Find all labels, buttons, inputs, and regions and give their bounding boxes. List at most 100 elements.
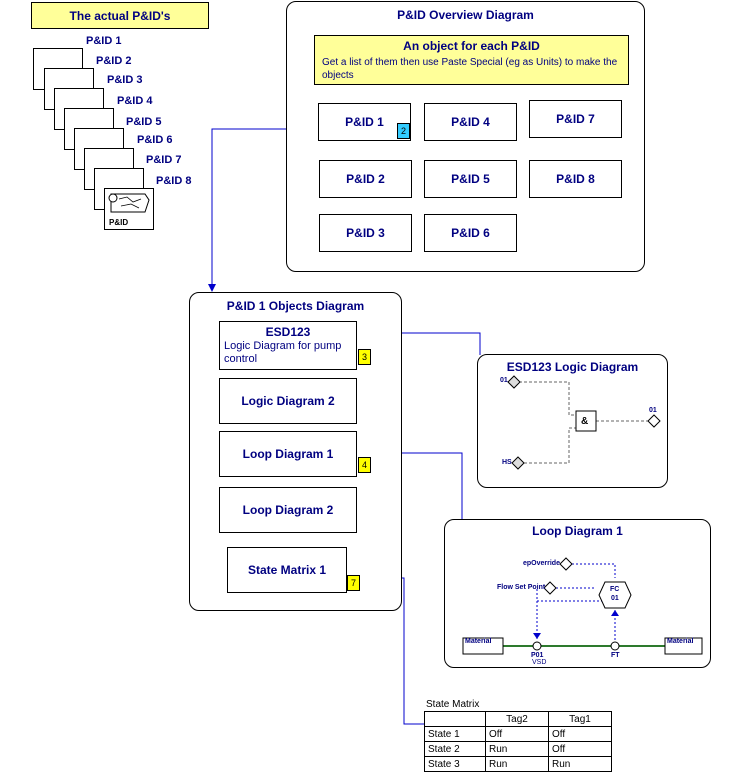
logic-diagram-title: ESD123 Logic Diagram [506, 360, 639, 374]
state-badge: 7 [347, 575, 360, 591]
logic-gate-label: & [581, 416, 589, 427]
loop-vsd-label: VSD [532, 659, 547, 666]
state-matrix-header: Tag2 [485, 711, 549, 727]
object-label: Logic Diagram 2 [241, 394, 335, 408]
loop-material-right-label: Material [667, 638, 694, 645]
pid-doc-label-2: P&ID 2 [96, 55, 132, 67]
flow-setpoint-icon [543, 581, 557, 595]
overview-object-pid4[interactable]: P&ID 4 [424, 103, 517, 141]
overview-object-pid1[interactable]: P&ID 1 [318, 103, 411, 141]
actual-pids-title-box: The actual P&ID's [31, 2, 209, 29]
overview-object-pid8[interactable]: P&ID 8 [529, 160, 622, 198]
table-cell: Run [548, 756, 612, 772]
loop-diagram: Loop Diagram 1 epOverride Flow Set Point… [444, 519, 711, 668]
table-cell: Run [485, 756, 549, 772]
overview-object-label: P&ID 1 [345, 115, 384, 129]
map-scroll-icon [108, 193, 150, 213]
input-1-icon [507, 375, 521, 389]
table-row: State 1 Off Off [424, 726, 612, 742]
material-left-box [462, 637, 504, 655]
overview-object-label: P&ID 6 [451, 226, 490, 240]
table-cell: State 1 [424, 726, 486, 742]
pid-doc-icon: P&ID [104, 188, 154, 230]
actual-pids-title: The actual P&ID's [69, 8, 171, 23]
loop1-badge: 4 [358, 457, 371, 473]
pid-doc-label-5: P&ID 5 [126, 116, 162, 128]
object-label: Loop Diagram 1 [242, 447, 334, 461]
pid-doc-label-4: P&ID 4 [117, 95, 153, 107]
output-icon [647, 414, 661, 428]
state-matrix-header [424, 711, 486, 727]
state-matrix-title: State Matrix [426, 699, 480, 710]
overview-object-label: P&ID 2 [346, 172, 385, 186]
overview-object-label: P&ID 3 [346, 226, 385, 240]
object-label: State Matrix 1 [247, 563, 327, 577]
overview-object-pid7[interactable]: P&ID 7 [529, 100, 622, 138]
pid-doc-label-7: P&ID 7 [146, 154, 182, 166]
connector-esd-to-logic [373, 332, 481, 355]
overview-note: An object for each P&ID Get a list of th… [314, 35, 629, 85]
connector-loop-to-loopdiagram [373, 452, 463, 520]
overview-object-label: P&ID 7 [556, 112, 595, 126]
loop-fc-num: 01 [611, 595, 619, 602]
overview-object-label: P&ID 4 [451, 115, 490, 129]
loop-diagram-title: Loop Diagram 1 [532, 524, 623, 538]
loop-p01-label: P01 [531, 652, 544, 659]
overview-object-label: P&ID 5 [451, 172, 490, 186]
overview-note-text: Get a list of them then use Paste Specia… [322, 57, 618, 81]
pid-doc-label-8: P&ID 8 [156, 175, 192, 187]
ep-override-icon [559, 557, 573, 571]
esd-object-name: ESD123 [265, 325, 311, 339]
pid-doc-label-1: P&ID 1 [86, 35, 122, 47]
loop-diagram-canvas [462, 557, 703, 655]
fc-hexagon-icon [598, 581, 632, 609]
table-row: State 3 Run Run [424, 756, 612, 772]
ft-icon [610, 641, 620, 651]
table-cell: Off [548, 726, 612, 742]
logic-diagram: ESD123 Logic Diagram 01 HS & 01 [477, 354, 668, 488]
table-cell: Off [485, 726, 549, 742]
esd-object-desc: Logic Diagram for pump control [224, 340, 342, 365]
connector-pid1-to-objects [208, 128, 318, 292]
logic-diagram-canvas [507, 375, 661, 470]
objects-diagram-title: P&ID 1 Objects Diagram [226, 299, 365, 313]
loop-diagram-2-object[interactable]: Loop Diagram 2 [219, 487, 357, 533]
logic-diagram-2-object[interactable]: Logic Diagram 2 [219, 378, 357, 424]
logic-in1-label: 01 [500, 377, 508, 384]
material-right-box [664, 637, 703, 655]
logic-in2-label: HS [502, 459, 512, 466]
pid-doc-icon-label: P&ID [109, 218, 129, 227]
logic-out-label: 01 [649, 407, 657, 414]
overview-object-pid6[interactable]: P&ID 6 [424, 214, 517, 252]
overview-note-title: An object for each P&ID [403, 39, 540, 53]
overview-object-label: P&ID 8 [556, 172, 595, 186]
table-cell: Off [548, 741, 612, 757]
input-hs-icon [511, 456, 525, 470]
state-matrix-header-row: Tag2 Tag1 [424, 711, 612, 727]
overview-object-pid3[interactable]: P&ID 3 [319, 214, 412, 252]
esd-object[interactable]: ESD123 Logic Diagram for pump control [219, 321, 357, 370]
overview-object-pid5[interactable]: P&ID 5 [424, 160, 517, 198]
loop-diagram-1-object[interactable]: Loop Diagram 1 [219, 431, 357, 477]
loop-fc-label: FC [610, 586, 620, 593]
pid1-badge: 2 [397, 123, 410, 139]
loop-material-left-label: Material [465, 638, 492, 645]
overview-title: P&ID Overview Diagram [397, 8, 534, 22]
pid-doc-label-6: P&ID 6 [137, 134, 173, 146]
and-gate [575, 410, 597, 432]
table-cell: State 2 [424, 741, 486, 757]
loop-ep-label: epOverride [523, 560, 560, 567]
object-label: Loop Diagram 2 [242, 503, 334, 517]
pump-icon [532, 641, 542, 651]
state-matrix-header: Tag1 [548, 711, 612, 727]
loop-fsp-label: Flow Set Point [497, 584, 546, 591]
overview-object-pid2[interactable]: P&ID 2 [319, 160, 412, 198]
pid-doc-label-3: P&ID 3 [107, 74, 143, 86]
state-matrix-1-object[interactable]: State Matrix 1 [227, 547, 347, 593]
table-row: State 2 Run Off [424, 741, 612, 757]
table-cell: Run [485, 741, 549, 757]
table-cell: State 3 [424, 756, 486, 772]
loop-ft-label: FT [611, 652, 620, 659]
state-matrix-table: Tag2 Tag1 State 1 Off Off State 2 Run Of… [424, 711, 612, 772]
esd-badge: 3 [358, 349, 371, 365]
